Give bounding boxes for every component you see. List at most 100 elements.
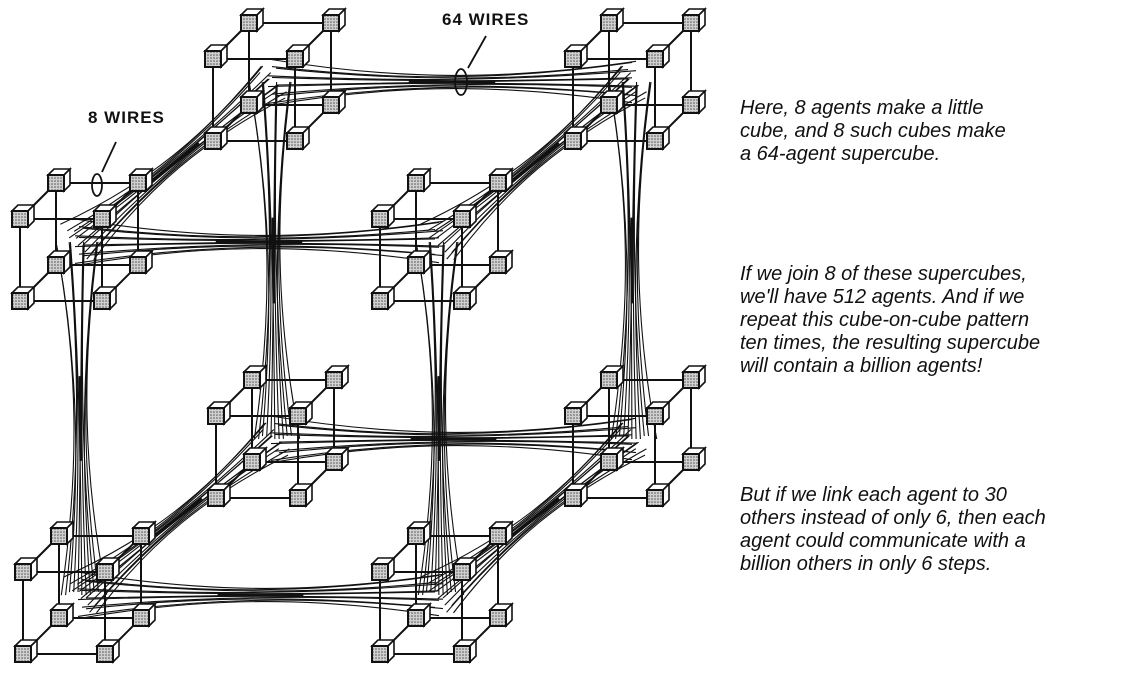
wire-bundle-2 bbox=[270, 415, 637, 463]
wire-rings bbox=[91, 35, 487, 197]
sixty-four-wires-pointer bbox=[467, 35, 487, 69]
agent-node bbox=[370, 203, 396, 229]
agent-node bbox=[488, 167, 514, 193]
agent-node bbox=[488, 249, 514, 275]
agent-node bbox=[406, 249, 432, 275]
agent-node bbox=[285, 43, 311, 69]
agent-node bbox=[206, 482, 232, 508]
agent-node bbox=[13, 556, 39, 582]
agent-node bbox=[49, 520, 75, 546]
agent-node bbox=[203, 125, 229, 151]
agent-node bbox=[563, 125, 589, 151]
agent-node bbox=[563, 482, 589, 508]
wire-bundle-7 bbox=[608, 81, 658, 440]
eight-wires-label: 8 WIRES bbox=[88, 108, 165, 127]
agent-node bbox=[203, 43, 229, 69]
agent-node bbox=[681, 7, 707, 33]
caption-line: But if we link each agent to 30 bbox=[740, 484, 1007, 506]
agent-node bbox=[46, 249, 72, 275]
agent-node bbox=[599, 89, 625, 115]
caption-line: repeat this cube-on-cube pattern bbox=[740, 309, 1030, 331]
caption-line: Here, 8 agents make a little bbox=[740, 97, 984, 119]
agent-node bbox=[452, 556, 478, 582]
little-cube-bottom-front-right bbox=[370, 520, 514, 664]
agent-node bbox=[242, 446, 268, 472]
agent-node bbox=[206, 400, 232, 426]
little-cube-top-front-right bbox=[370, 167, 514, 311]
wire-bundle-3 bbox=[77, 571, 444, 619]
agent-node bbox=[321, 89, 347, 115]
agent-node bbox=[13, 638, 39, 664]
sixty-four-wires-ring bbox=[454, 68, 468, 96]
agent-node bbox=[452, 203, 478, 229]
agent-node bbox=[128, 167, 154, 193]
agent-node bbox=[406, 167, 432, 193]
agent-node bbox=[92, 203, 118, 229]
agent-node bbox=[681, 364, 707, 390]
little-cube-bottom-front-left bbox=[13, 520, 157, 664]
eight-wires-pointer bbox=[101, 141, 117, 173]
caption-line: others instead of only 6, then each bbox=[740, 507, 1046, 529]
agent-node bbox=[488, 520, 514, 546]
agent-node bbox=[324, 446, 350, 472]
agent-node bbox=[321, 7, 347, 33]
agent-node bbox=[239, 89, 265, 115]
little-cube-top-front-left bbox=[10, 167, 154, 311]
caption-thirty-links: But if we link each agent to 30 others i… bbox=[740, 484, 1135, 576]
caption-line: agent could communicate with a bbox=[740, 530, 1026, 552]
eight-wires-ring bbox=[91, 173, 103, 197]
little-cube-top-back-left bbox=[203, 7, 347, 151]
agent-node bbox=[128, 249, 154, 275]
caption-line: ten times, the resulting supercube bbox=[740, 332, 1041, 354]
caption-line: billion others in only 6 steps. bbox=[740, 553, 992, 575]
little-cube-bottom-back-left bbox=[206, 364, 350, 508]
agent-node bbox=[288, 482, 314, 508]
little-cube-top-back-right bbox=[563, 7, 707, 151]
agent-node bbox=[46, 167, 72, 193]
agent-node bbox=[599, 364, 625, 390]
caption-little-cube: Here, 8 agents make a little cube, and 8… bbox=[740, 97, 1135, 166]
caption-line: will contain a billion agents! bbox=[740, 355, 983, 377]
wire-bundle-6 bbox=[248, 81, 301, 440]
agent-cubes bbox=[10, 7, 707, 664]
sixty-four-wires-label: 64 WIRES bbox=[442, 10, 530, 29]
agent-node bbox=[645, 125, 671, 151]
agent-node bbox=[288, 400, 314, 426]
agent-node bbox=[95, 556, 121, 582]
agent-node bbox=[49, 602, 75, 628]
agent-node bbox=[681, 446, 707, 472]
agent-node bbox=[370, 638, 396, 664]
caption-line: If we join 8 of these supercubes, bbox=[740, 263, 1027, 285]
agent-node bbox=[452, 638, 478, 664]
agent-node bbox=[370, 285, 396, 311]
agent-node bbox=[563, 43, 589, 69]
little-cube-bottom-back-right bbox=[563, 364, 707, 508]
agent-node bbox=[10, 285, 36, 311]
agent-node bbox=[131, 602, 157, 628]
wire-bundle-4 bbox=[55, 241, 108, 596]
agent-node bbox=[645, 43, 671, 69]
wire-bundle-1 bbox=[74, 218, 444, 266]
caption-line: cube, and 8 such cubes make bbox=[740, 120, 1006, 142]
agent-node bbox=[92, 285, 118, 311]
agent-node bbox=[239, 7, 265, 33]
agent-node bbox=[563, 400, 589, 426]
agent-node bbox=[645, 400, 671, 426]
agent-node bbox=[645, 482, 671, 508]
agent-node bbox=[242, 364, 268, 390]
agent-node bbox=[406, 520, 432, 546]
agent-node bbox=[131, 520, 157, 546]
agent-node bbox=[452, 285, 478, 311]
agent-node bbox=[406, 602, 432, 628]
agent-node bbox=[681, 89, 707, 115]
caption-line: a 64-agent supercube. bbox=[740, 143, 941, 165]
agent-node bbox=[95, 638, 121, 664]
agent-node bbox=[488, 602, 514, 628]
agent-node bbox=[599, 7, 625, 33]
supercube-diagram bbox=[10, 7, 707, 664]
agent-node bbox=[324, 364, 350, 390]
caption-line: we'll have 512 agents. And if we bbox=[740, 286, 1025, 308]
agent-node bbox=[10, 203, 36, 229]
wire-bundle-5 bbox=[415, 241, 465, 596]
agent-node bbox=[599, 446, 625, 472]
